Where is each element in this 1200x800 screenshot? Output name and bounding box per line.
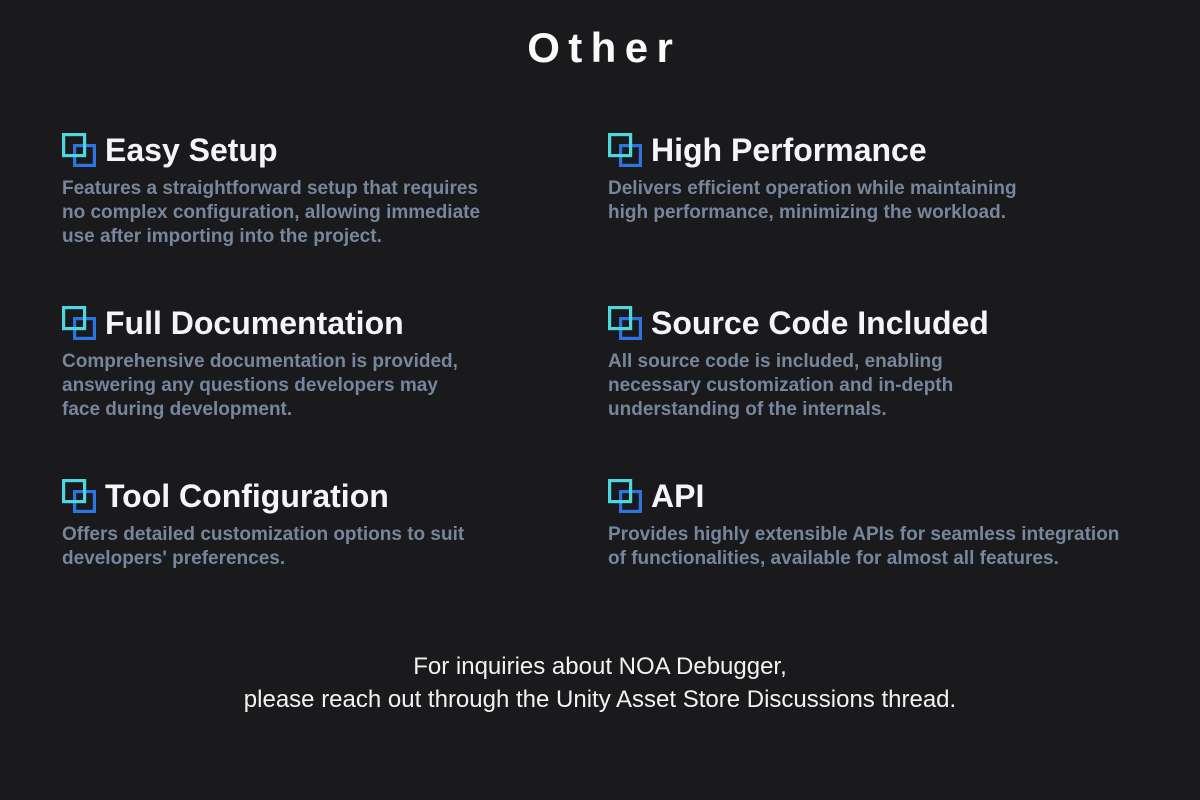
feature-title: Source Code Included <box>651 304 989 341</box>
feature-description: All source code is included, enabling ne… <box>608 351 954 420</box>
feature-title: Tool Configuration <box>105 477 389 514</box>
feature-header: Full Documentation <box>62 302 608 344</box>
feature-description: Offers detailed customization options to… <box>62 524 465 569</box>
feature-header: High Performance <box>608 129 1154 171</box>
feature-description: Delivers efficient operation while maint… <box>608 178 1017 223</box>
feature-title: API <box>651 477 705 514</box>
feature-header: Easy Setup <box>62 129 608 171</box>
cyan-square <box>62 133 87 158</box>
footer-line-1: For inquiries about NOA Debugger, <box>413 653 787 680</box>
page-title: Other <box>527 24 682 71</box>
overlapping-squares-icon <box>608 133 642 167</box>
feature-header: API <box>608 475 1154 517</box>
overlapping-squares-icon <box>62 479 96 513</box>
feature-title: Easy Setup <box>105 131 278 168</box>
feature-description: Features a straightforward setup that re… <box>62 178 481 247</box>
feature-easy-setup: Easy Setup Features a straightforward se… <box>62 129 608 249</box>
cyan-square <box>608 133 633 158</box>
feature-title: High Performance <box>651 131 927 168</box>
footer-contact-note: For inquiries about NOA Debugger, please… <box>0 650 1200 716</box>
overlapping-squares-icon <box>62 133 96 167</box>
cyan-square <box>62 306 87 331</box>
feature-api: API Provides highly extensible APIs for … <box>608 475 1154 589</box>
feature-description: Provides highly extensible APIs for seam… <box>608 524 1120 569</box>
feature-title: Full Documentation <box>105 304 404 341</box>
feature-header: Tool Configuration <box>62 475 608 517</box>
overlapping-squares-icon <box>608 306 642 340</box>
footer-line-2: please reach out through the Unity Asset… <box>243 686 957 713</box>
feature-source-code-included: Source Code Included All source code is … <box>608 302 1154 422</box>
feature-high-performance: High Performance Delivers efficient oper… <box>608 129 1154 249</box>
cyan-square <box>62 479 87 504</box>
feature-description: Comprehensive documentation is provided,… <box>62 351 458 420</box>
feature-full-documentation: Full Documentation Comprehensive documen… <box>62 302 608 422</box>
cyan-square <box>608 479 633 504</box>
feature-header: Source Code Included <box>608 302 1154 344</box>
feature-tool-configuration: Tool Configuration Offers detailed custo… <box>62 475 608 589</box>
overlapping-squares-icon <box>62 306 96 340</box>
cyan-square <box>608 306 633 331</box>
overlapping-squares-icon <box>608 479 642 513</box>
features-grid: Easy Setup Features a straightforward se… <box>62 129 1154 589</box>
